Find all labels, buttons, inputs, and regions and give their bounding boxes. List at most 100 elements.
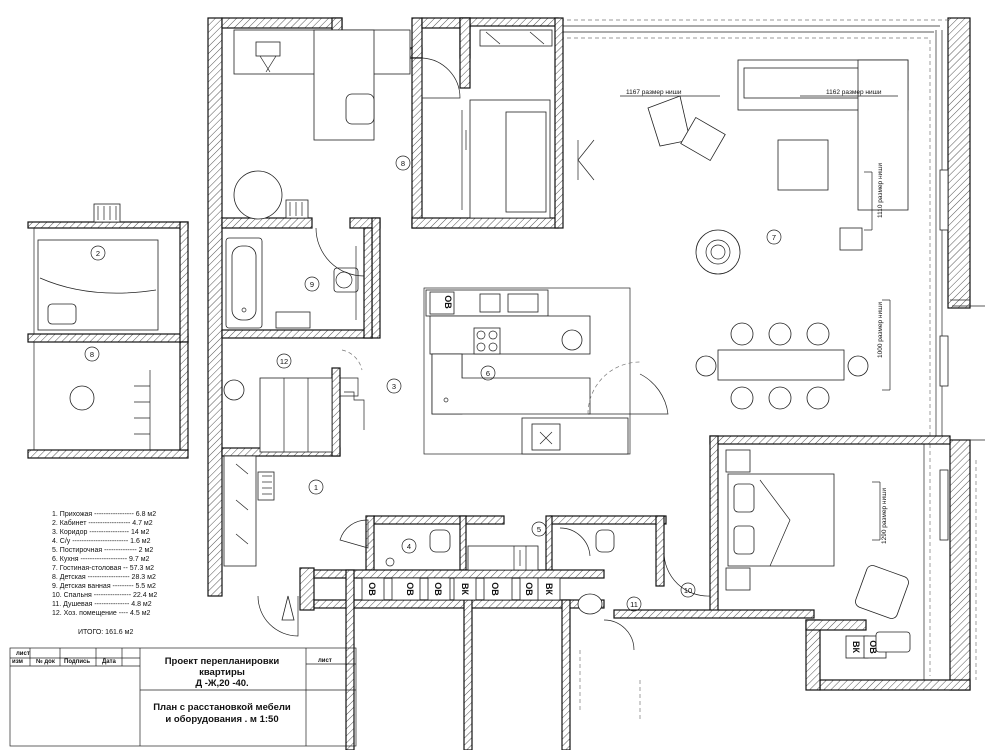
legend-total: ИТОГО: 161.6 м2 bbox=[78, 629, 133, 636]
laundry-machines bbox=[467, 545, 539, 571]
shower-basin bbox=[577, 593, 603, 615]
room-number: 11 bbox=[630, 600, 638, 609]
wc-toilet bbox=[429, 529, 451, 553]
pillow bbox=[47, 303, 77, 325]
bedroom-furniture bbox=[577, 449, 909, 720]
nightstand-1 bbox=[725, 449, 751, 473]
legend-item: 7. Гостиная-столовая -- 57.3 м2 bbox=[52, 565, 154, 572]
glazing bbox=[560, 19, 985, 680]
bedroom-armchair bbox=[855, 565, 909, 619]
room-number: 12 bbox=[280, 357, 288, 366]
room-number: 1 bbox=[314, 483, 318, 492]
room-number: 4 bbox=[407, 542, 411, 551]
shaft-vk-2 bbox=[537, 577, 561, 601]
kitchen-furniture bbox=[423, 287, 669, 455]
wc-laundry-fixtures bbox=[339, 519, 615, 571]
legend-item: 1. Прихожая ----------------- 6.8 м2 bbox=[52, 511, 156, 518]
room-numbers: 8 2 8 9 7 12 3 6 1 4 5 10 11 bbox=[84, 155, 782, 612]
col-izm: изм bbox=[12, 659, 24, 665]
dining-table bbox=[717, 349, 845, 381]
col-ndoc: № док bbox=[36, 658, 55, 665]
legend-item: 12. Хоз. помещение ---- 4.5 м2 bbox=[52, 610, 151, 617]
legend-item: 9. Детская ванная --------- 5.5 м2 bbox=[52, 583, 156, 590]
room-number: 7 bbox=[772, 233, 776, 242]
room-number: 9 bbox=[310, 280, 314, 289]
side-table bbox=[839, 227, 863, 251]
sheet-label: лист bbox=[318, 658, 332, 664]
legend-item: 4. С/у ------------------------ 1.6 м2 bbox=[52, 538, 151, 545]
vk-label: ВК bbox=[851, 641, 861, 653]
legend-item: 8. Детская ------------------ 28.3 м2 bbox=[52, 574, 156, 581]
plan-title-line2: и оборудования . м 1:50 bbox=[165, 714, 278, 725]
shaft-vk-1 bbox=[453, 577, 477, 601]
legend-item: 11. Душевая --------------- 4.8 м2 bbox=[52, 601, 152, 608]
col-sign: Подпись bbox=[64, 659, 90, 665]
interior-walls bbox=[221, 17, 951, 750]
entrance-arrow-icon bbox=[281, 595, 295, 621]
round-table bbox=[233, 170, 283, 220]
appliance-labels: OB OB OB OB ВК OB OB ВК ВК OB bbox=[367, 295, 878, 654]
dim-1110: 1110 размер ниши bbox=[877, 163, 884, 218]
sofa-corner bbox=[857, 59, 909, 211]
project-title-line1: Проект перепланировки bbox=[165, 656, 280, 667]
ov-label: OB bbox=[367, 582, 377, 596]
col-list: лист bbox=[16, 651, 30, 657]
ov-label: OB bbox=[868, 640, 878, 654]
nightstand-2 bbox=[725, 567, 751, 591]
bath-9-fixtures bbox=[225, 227, 365, 329]
shaft-ov-4 bbox=[483, 577, 513, 601]
project-title-line3: Д -Ж,20 -40. bbox=[195, 678, 248, 689]
shelving bbox=[259, 377, 333, 453]
room-number: 10 bbox=[684, 586, 692, 595]
dim-1167: 1167 размер ниши bbox=[626, 89, 682, 96]
wardrobe bbox=[479, 29, 553, 47]
armchair bbox=[69, 385, 95, 411]
room-number: 5 bbox=[537, 525, 541, 534]
room-8-furniture bbox=[233, 29, 595, 220]
vk-label: ВК bbox=[460, 583, 470, 595]
plan-title-line1: План с расстановкой мебели bbox=[153, 702, 291, 713]
fireplace bbox=[695, 229, 741, 275]
project-title-line2: квартиры bbox=[199, 667, 245, 678]
room-number: 8 bbox=[90, 350, 94, 359]
armchair-2 bbox=[680, 116, 726, 162]
living-room-furniture bbox=[620, 59, 909, 410]
room-number: 6 bbox=[486, 369, 490, 378]
sink bbox=[561, 329, 583, 351]
left-neighbor-fragment bbox=[27, 203, 189, 459]
entrance-wardrobe bbox=[223, 455, 257, 567]
room-legend: 1. Прихожая ----------------- 6.8 м2 2. … bbox=[52, 511, 157, 636]
legend-item: 5. Постирочная -------------- 2 м2 bbox=[52, 547, 153, 554]
radiator bbox=[93, 203, 121, 223]
legend-item: 2. Кабинет ------------------ 4.7 м2 bbox=[52, 519, 153, 527]
utility-shafts bbox=[361, 577, 911, 659]
shaft-ov-1 bbox=[361, 577, 385, 601]
ov-label: OB bbox=[443, 295, 453, 309]
shower-tray bbox=[875, 631, 911, 653]
boiler bbox=[223, 379, 245, 401]
stool bbox=[285, 199, 309, 219]
ov-label: OB bbox=[433, 582, 443, 596]
room-12-corridor bbox=[223, 349, 365, 637]
title-block: изм лист № док Подпись Дата лист Проект … bbox=[9, 647, 357, 747]
toilet bbox=[333, 267, 359, 293]
dim-1000: 1000 размер ниши bbox=[877, 302, 884, 358]
niche-dimensions: 1167 размер ниши 1162 размер ниши 1110 р… bbox=[626, 89, 888, 544]
washbasin bbox=[275, 311, 311, 329]
island bbox=[431, 353, 591, 415]
room-number: 2 bbox=[96, 249, 100, 258]
office-chair bbox=[345, 93, 375, 125]
legend-item: 6. Кухня -------------------- 9.7 м2 bbox=[52, 556, 150, 563]
ov-label: OB bbox=[405, 582, 415, 596]
legend-item: 3. Коридор ----------------- 14 м2 bbox=[52, 529, 149, 536]
dim-1162: 1162 размер ниши bbox=[826, 89, 882, 96]
shaft-ov-2 bbox=[391, 577, 421, 601]
ov-label: OB bbox=[490, 582, 500, 596]
lamp-icon bbox=[255, 41, 281, 57]
vk-label: ВК bbox=[544, 583, 554, 595]
ov-label: OB bbox=[524, 582, 534, 596]
shoe-rack bbox=[257, 471, 275, 501]
room-number: 3 bbox=[392, 382, 396, 391]
shaft-ov-3 bbox=[427, 577, 451, 601]
dim-1290: 1290 размер ниши bbox=[881, 488, 888, 544]
